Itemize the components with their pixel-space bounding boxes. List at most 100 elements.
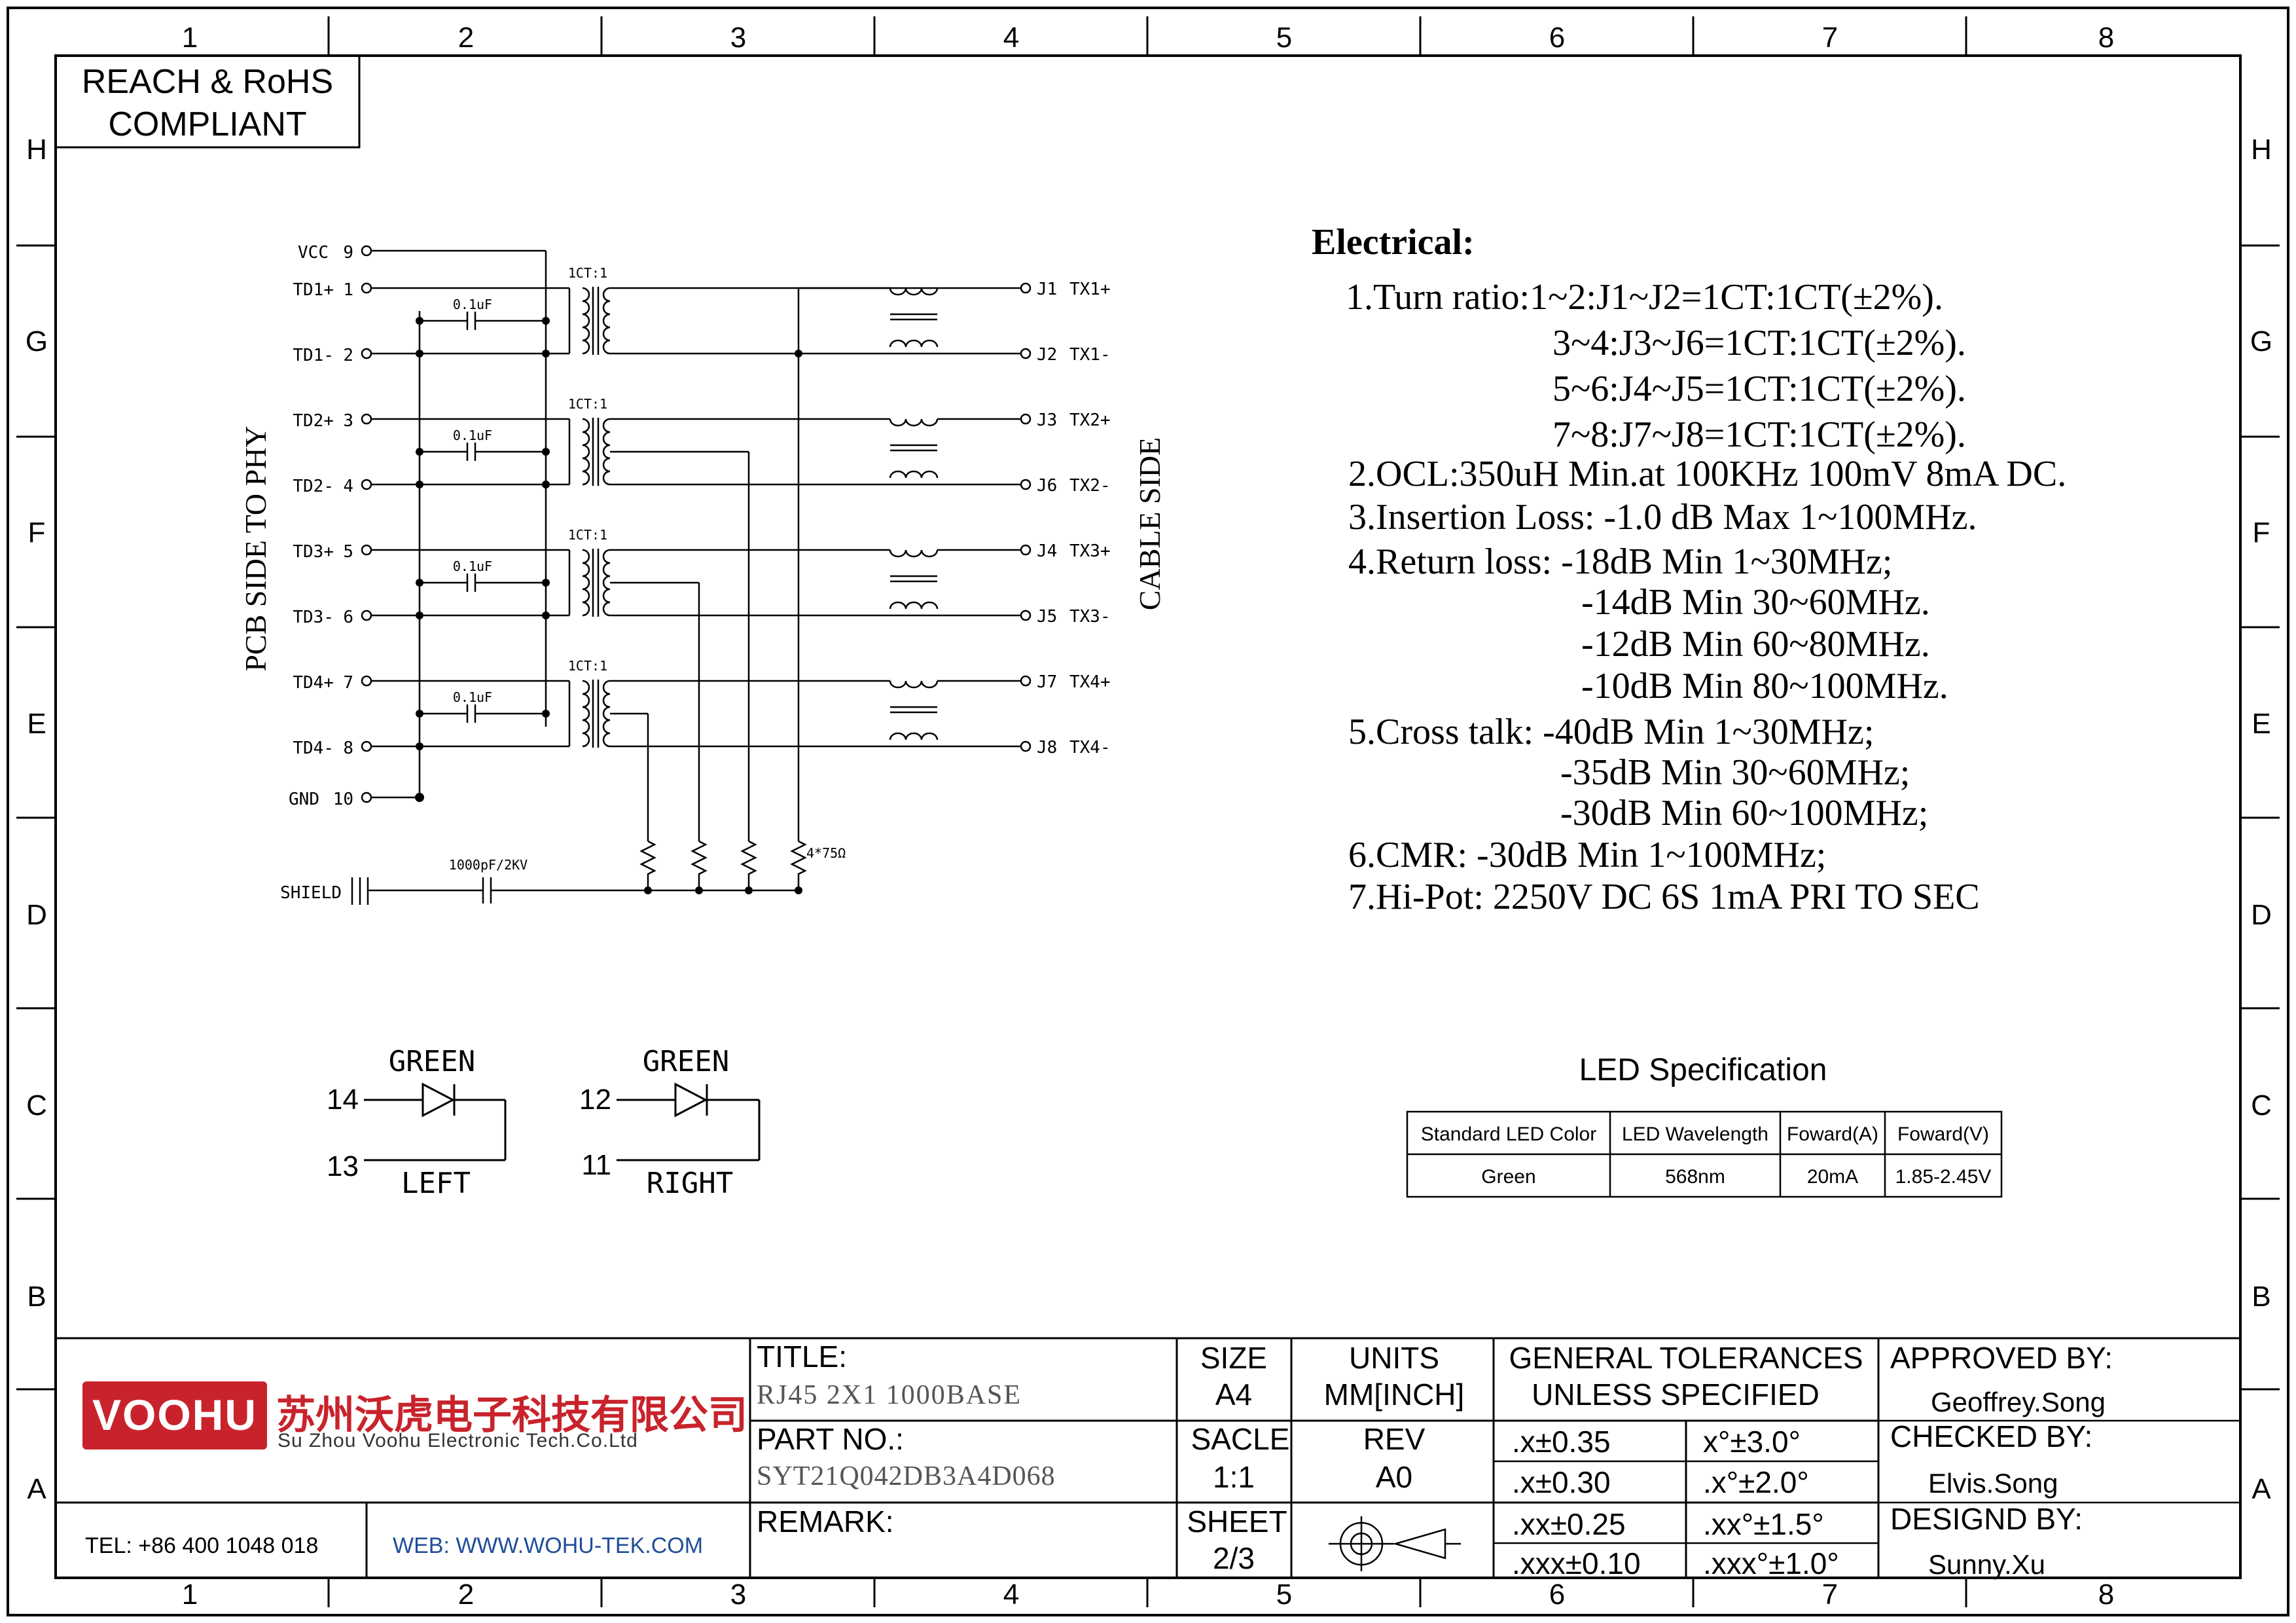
led-pin-a: 12	[579, 1084, 611, 1116]
projection-symbol-icon	[1329, 1516, 1461, 1571]
row-label: D	[26, 899, 47, 931]
spec-line: -35dB Min 30~60MHz;	[1560, 752, 1910, 793]
col-label: 3	[730, 22, 746, 54]
channel-3: TD3+ 5 TD3- 6 0.1uF 1CT:1	[293, 527, 1110, 627]
led-spec-table: LED Specification Standard LED Color LED…	[1406, 1053, 2003, 1198]
row-label: C	[26, 1089, 47, 1122]
col-label: 5	[1276, 1578, 1292, 1611]
checked-label: CHECKED BY:	[1890, 1419, 2092, 1453]
row-label: G	[26, 325, 48, 357]
led-pin-b: 11	[581, 1149, 611, 1181]
out-neg-signal: TX3-	[1069, 607, 1111, 627]
table-header: Standard LED Color	[1421, 1123, 1596, 1145]
gnd-label: GND	[289, 790, 319, 809]
tolerance-linear: .xx±0.25	[1512, 1507, 1626, 1541]
col-label: 2	[458, 1578, 474, 1611]
compliance-line-1: REACH & RoHS	[82, 63, 333, 101]
units-label: UNITS	[1349, 1341, 1439, 1375]
tolerance-angular: .xx°±1.5°	[1703, 1507, 1824, 1541]
part-label: PART NO.:	[757, 1422, 904, 1456]
tolerance-angular: .x°±2.0°	[1703, 1465, 1809, 1499]
column-labels-top: 1 2 3 4 5 6 7 8	[182, 22, 2114, 54]
col-label: 1	[182, 22, 198, 54]
logo-text: VOOHU	[92, 1391, 257, 1439]
approved-value: Geoffrey.Song	[1931, 1387, 2106, 1417]
col-label: 6	[1549, 22, 1565, 54]
in-neg-pin: 8	[343, 739, 353, 758]
units-value: MM[INCH]	[1324, 1377, 1465, 1412]
col-label: 4	[1003, 1578, 1019, 1611]
col-label: 3	[730, 1578, 746, 1611]
spec-line: -14dB Min 30~60MHz.	[1581, 582, 1930, 623]
cap-value: 0.1uF	[453, 558, 492, 574]
table-header: Foward(A)	[1787, 1123, 1878, 1145]
part-value: SYT21Q042DB3A4D068	[757, 1461, 1056, 1491]
checked-value: Elvis.Song	[1928, 1468, 2058, 1499]
sheet-label: SHEET	[1187, 1504, 1287, 1539]
row-label: A	[27, 1473, 46, 1505]
title-block: VOOHU 苏州沃虎电子科技有限公司 Su Zhou Voohu Electro…	[56, 1337, 2240, 1580]
table-cell: 20mA	[1807, 1166, 1858, 1188]
channel-4: TD4+ 7 TD4- 8 0.1uF 1CT:1	[293, 658, 1110, 758]
scale-label: SACLE	[1191, 1422, 1290, 1456]
in-neg-label: TD4-	[293, 739, 334, 758]
col-label: 8	[2098, 1578, 2114, 1611]
out-pos-signal: TX2+	[1069, 410, 1111, 430]
spec-line: 7.Hi-Pot: 2250V DC 6S 1mA PRI TO SEC	[1348, 877, 1980, 917]
spec-line: 3.Insertion Loss: -1.0 dB Max 1~100MHz.	[1348, 497, 1977, 538]
vcc-net: VCC 9	[298, 243, 547, 727]
col-label: 7	[1822, 22, 1838, 54]
in-neg-label: TD2-	[293, 477, 334, 496]
tolerance-title-1: GENERAL TOLERANCES	[1509, 1341, 1863, 1375]
web-link[interactable]: WEB: WWW.WOHU-TEK.COM	[393, 1533, 703, 1558]
in-pos-pin: 5	[343, 542, 353, 562]
designed-label: DESIGND BY:	[1890, 1502, 2083, 1536]
in-neg-pin: 2	[343, 346, 353, 365]
out-neg-pin: J8	[1037, 738, 1057, 757]
spec-line: 2.OCL:350uH Min.at 100KHz 100mV 8mA DC.	[1348, 454, 2066, 494]
led-right: GREEN 12 11 RIGHT	[579, 1045, 761, 1200]
out-pos-pin: J3	[1037, 410, 1057, 430]
row-label: H	[26, 134, 47, 166]
row-label: F	[2253, 517, 2270, 549]
spec-line: 3~4:J3~J6=1CT:1CT(±2%).	[1552, 323, 1966, 363]
gnd-net: GND 10	[289, 311, 424, 809]
row-label: B	[2251, 1281, 2270, 1313]
title-value: RJ45 2X1 1000BASE	[757, 1380, 1022, 1410]
tolerance-angular: .xxx°±1.0°	[1703, 1546, 1839, 1580]
channel-1: TD1+ 1 TD1- 2 0.1uF 1CT:1	[293, 265, 1110, 365]
tolerance-linear: .x±0.35	[1512, 1425, 1611, 1459]
termination-network: 4*75Ω	[511, 288, 846, 894]
out-pos-pin: J1	[1037, 280, 1057, 299]
table-cell: 1.85-2.45V	[1895, 1166, 1992, 1188]
led-pin-a: 14	[327, 1084, 359, 1116]
gnd-pin: 10	[333, 790, 353, 809]
led-color: GREEN	[389, 1045, 475, 1078]
tolerance-title-2: UNLESS SPECIFIED	[1532, 1377, 1820, 1412]
rev-value: A0	[1376, 1460, 1412, 1494]
channel-2: TD2+ 3 TD2- 4 0.1uF 1CT:1	[293, 396, 1110, 496]
in-neg-label: TD3-	[293, 608, 334, 627]
row-label: H	[2251, 134, 2272, 166]
col-label: 4	[1003, 22, 1019, 54]
table-header: LED Wavelength	[1622, 1123, 1768, 1145]
out-pos-signal: TX3+	[1069, 541, 1111, 561]
in-neg-pin: 6	[343, 608, 353, 627]
in-pos-pin: 3	[343, 411, 353, 431]
spec-line: -12dB Min 60~80MHz.	[1581, 624, 1930, 665]
led-side: RIGHT	[647, 1167, 733, 1200]
size-value: A4	[1215, 1377, 1252, 1412]
electrical-spec: Electrical: 1.Turn ratio:1~2:J1~J2=1CT:1…	[1312, 222, 2066, 917]
electrical-title: Electrical:	[1312, 222, 1475, 263]
shield-cap-value: 1000pF/2KV	[449, 857, 528, 873]
out-pos-signal: TX4+	[1069, 672, 1111, 692]
pin-terminal	[361, 792, 372, 803]
row-label: E	[27, 708, 46, 740]
col-label: 7	[1822, 1578, 1838, 1611]
approved-label: APPROVED BY:	[1890, 1341, 2113, 1375]
spec-line: -30dB Min 60~100MHz;	[1560, 793, 1928, 833]
compliance-line-2: COMPLIANT	[108, 105, 306, 143]
designed-value: Sunny.Xu	[1928, 1549, 2045, 1580]
row-label: B	[27, 1281, 46, 1313]
col-label: 2	[458, 22, 474, 54]
